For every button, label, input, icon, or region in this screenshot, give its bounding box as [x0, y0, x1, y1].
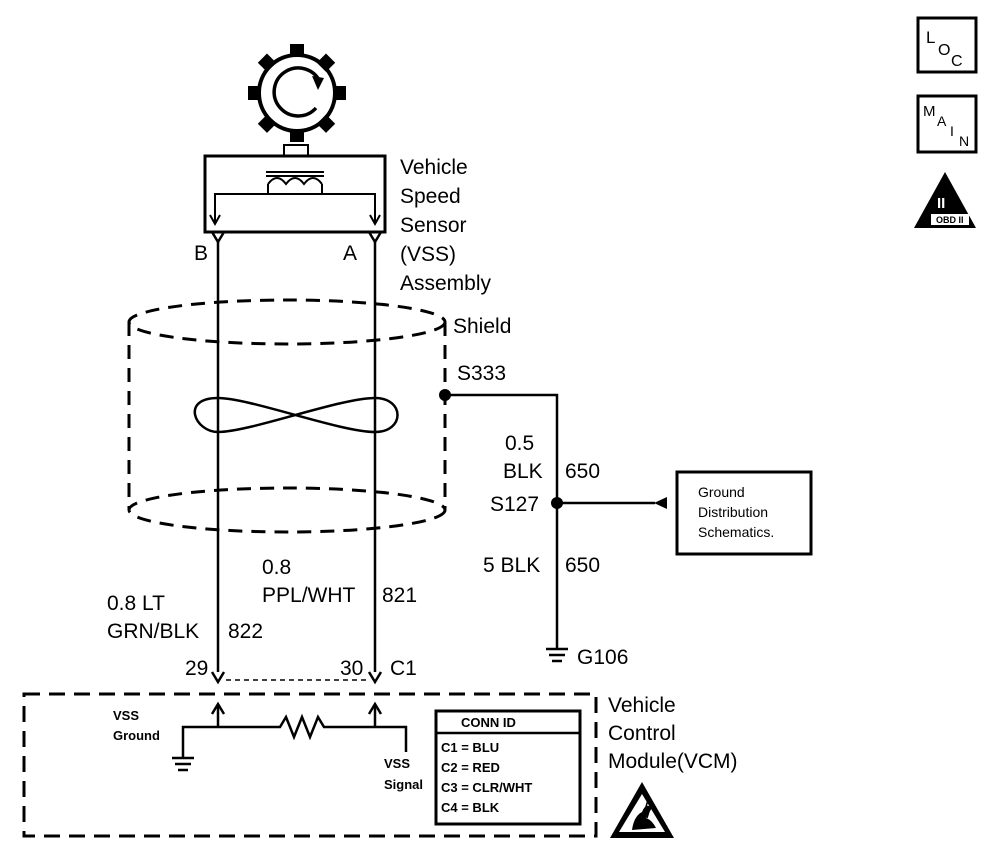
svg-text:Vehicle: Vehicle	[608, 694, 676, 717]
wire-821-gauge: 0.8	[262, 556, 291, 579]
svg-text:Sensor: Sensor	[400, 214, 467, 237]
ground-g106-label: G106	[577, 646, 628, 669]
vcm-label: Vehicle Control Module(VCM)	[608, 694, 738, 773]
vss-ground-label-1: VSS	[113, 708, 139, 723]
vcm-internal-circuit	[181, 701, 408, 758]
svg-text:Module(VCM): Module(VCM)	[608, 750, 738, 773]
obd-ii-icon[interactable]: OBD II II	[914, 172, 976, 228]
svg-text:Schematics.: Schematics.	[698, 524, 774, 540]
wire-822-circuit: 822	[228, 620, 263, 643]
pin-30-label: 30	[340, 657, 363, 680]
main-menu-icon[interactable]: M A I N	[916, 94, 978, 154]
wire-822-gauge: 0.8 LT	[107, 592, 165, 615]
svg-text:II: II	[937, 195, 945, 212]
wire-650-upper-gauge: 0.5	[505, 432, 534, 455]
wire-650	[445, 393, 559, 648]
svg-text:CONN ID: CONN ID	[461, 715, 516, 730]
svg-text:C: C	[951, 53, 963, 70]
svg-text:C1 = BLU: C1 = BLU	[441, 740, 499, 755]
svg-text:Control: Control	[608, 722, 676, 745]
svg-text:Ground: Ground	[698, 484, 745, 500]
pin-b-label: B	[194, 242, 208, 265]
vss-sensor-box	[203, 154, 387, 234]
ground-distribution-box[interactable]: Ground Distribution Schematics.	[675, 470, 813, 556]
svg-text:C3 = CLR/WHT: C3 = CLR/WHT	[441, 780, 532, 795]
splice-s333-label: S333	[457, 362, 506, 385]
esd-warning-icon	[610, 782, 674, 838]
wire-821-color: PPL/WHT	[262, 584, 356, 607]
wire-821-circuit: 821	[382, 584, 417, 607]
wire-822-color: GRN/BLK	[107, 620, 199, 643]
twisted-pair-symbol	[193, 396, 399, 434]
splice-s127-label: S127	[490, 493, 539, 516]
location-view-icon[interactable]: L O C	[916, 16, 978, 74]
svg-text:I: I	[950, 123, 954, 139]
ground-g106-icon	[546, 647, 568, 663]
svg-text:C2 = RED: C2 = RED	[441, 760, 500, 775]
svg-text:Speed: Speed	[400, 185, 461, 208]
svg-text:M: M	[923, 103, 936, 120]
conn-id-table: CONN ID C1 = BLU C2 = RED C3 = CLR/WHT C…	[434, 709, 582, 826]
vss-ground-label-2: Ground	[113, 728, 160, 743]
svg-text:C4 = BLK: C4 = BLK	[441, 800, 500, 815]
connector-c1-label: C1	[390, 657, 417, 680]
wire-650-lower-gauge: 5 BLK	[483, 554, 540, 577]
wire-650-upper-circuit: 650	[565, 460, 600, 483]
shield	[127, 298, 447, 534]
vss-signal-label-1: VSS	[384, 756, 410, 771]
svg-text:OBD II: OBD II	[936, 215, 964, 225]
shield-label: Shield	[453, 315, 511, 338]
svg-text:O: O	[938, 42, 950, 59]
svg-text:Distribution: Distribution	[698, 504, 768, 520]
svg-text:L: L	[926, 28, 935, 47]
arrow-icon	[654, 497, 667, 509]
wire-650-upper-color: BLK	[503, 460, 543, 483]
svg-text:Vehicle: Vehicle	[400, 156, 468, 179]
vcm-module-box	[22, 692, 598, 838]
vss-signal-label-2: Signal	[384, 777, 423, 792]
wire-650-lower-circuit: 650	[565, 554, 600, 577]
sensor-label: Vehicle Speed Sensor (VSS) Assembly	[400, 156, 492, 295]
vcm-ground-icon	[172, 756, 194, 772]
svg-text:(VSS): (VSS)	[400, 243, 456, 266]
pin-29-label: 29	[185, 657, 208, 680]
pin-a-label: A	[343, 242, 357, 265]
svg-text:Assembly: Assembly	[400, 272, 492, 295]
svg-text:A: A	[937, 113, 947, 129]
rotor-gear-icon	[248, 44, 346, 142]
svg-text:N: N	[959, 133, 969, 149]
